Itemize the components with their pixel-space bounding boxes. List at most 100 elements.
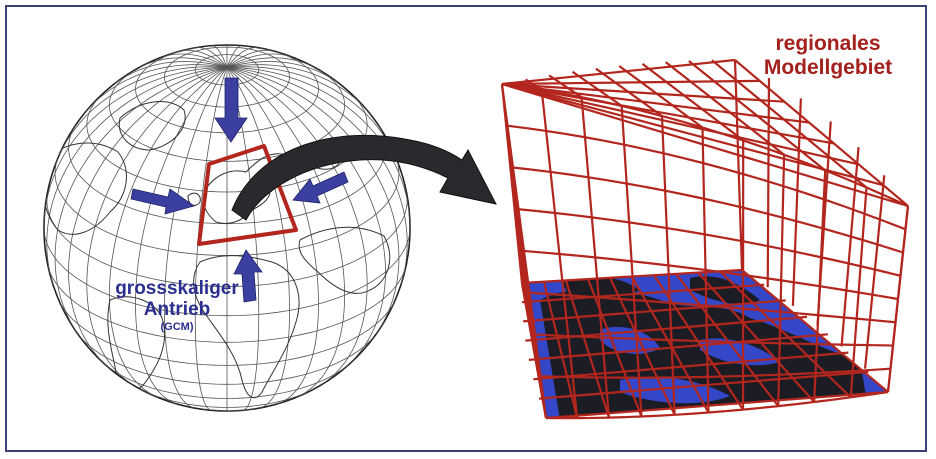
grid-line — [591, 216, 611, 221]
grid-line — [601, 100, 622, 107]
graticule-line — [162, 53, 228, 68]
grid-line — [820, 256, 842, 263]
graticule-line — [226, 67, 291, 408]
grid-line — [515, 233, 537, 335]
grid-line — [856, 317, 877, 322]
grid-line — [675, 273, 780, 407]
grid-line — [837, 315, 857, 320]
grid-line — [585, 335, 603, 339]
grid-line — [802, 221, 823, 230]
grid-line — [722, 167, 744, 176]
grid-line — [521, 85, 542, 91]
grid-line — [782, 216, 803, 224]
graticule-line — [226, 50, 273, 68]
grid-line — [702, 162, 724, 170]
grid-line — [588, 176, 608, 182]
forcing-label-line3: (GCM) — [160, 321, 194, 333]
grid-line — [533, 351, 849, 381]
grid-line — [507, 124, 527, 130]
grid-line — [800, 282, 820, 288]
graticule-line — [226, 67, 410, 229]
transfer-arrow-icon — [231, 134, 497, 221]
grid-line — [884, 220, 906, 231]
grid-line — [581, 96, 602, 103]
grid-line — [545, 129, 566, 136]
graticule-line — [68, 67, 228, 369]
grid-line — [761, 309, 781, 313]
graticule-line — [226, 66, 399, 165]
grid-line — [766, 77, 771, 288]
grid-line — [762, 244, 783, 251]
grid-line — [607, 179, 627, 185]
forcing-label-line2: Antrieb — [143, 299, 211, 320]
grid-line — [534, 333, 552, 337]
grid-line — [783, 153, 806, 164]
grid-line — [685, 230, 705, 236]
grid-line — [586, 278, 643, 417]
graticule-line — [55, 66, 228, 165]
graticule-line — [226, 47, 259, 68]
grid-line — [523, 249, 542, 254]
graticule-line — [212, 45, 228, 68]
regional-model-label: regionales Modellgebiet — [748, 32, 908, 80]
grid-line — [609, 277, 676, 416]
grid-line — [554, 211, 574, 217]
grid-line — [626, 182, 647, 189]
grid-line — [619, 337, 637, 340]
grid-line — [886, 195, 909, 208]
grid-line — [722, 132, 744, 142]
grid-line — [687, 303, 707, 307]
grid-line — [501, 79, 760, 86]
grid-line — [501, 82, 835, 145]
grid-line — [781, 247, 802, 255]
grid-line — [631, 260, 651, 265]
grid-line — [683, 157, 704, 165]
grid-line — [525, 315, 808, 342]
gcm-forcing-label: grossskaliger Antrieb (GCM) — [92, 278, 262, 334]
regional-label-line1: regionales — [775, 32, 881, 55]
grid-line — [818, 314, 838, 318]
grid-line — [661, 114, 683, 123]
grid-line — [725, 408, 744, 413]
grid-line — [501, 82, 522, 88]
grid-line — [886, 205, 910, 393]
grid-line — [653, 274, 744, 411]
grid-line — [645, 185, 666, 192]
grid-line — [563, 293, 582, 298]
grid-line — [643, 147, 664, 155]
grid-line — [520, 282, 548, 419]
grid-line — [801, 251, 822, 259]
grid-line — [864, 212, 886, 223]
grid-line — [724, 306, 744, 310]
grid-line — [778, 403, 797, 408]
grid-line — [623, 143, 645, 150]
grid-line — [725, 374, 744, 378]
grid-line — [734, 59, 909, 207]
graticule-line — [226, 67, 319, 405]
grid-line — [850, 393, 870, 399]
grid-line — [631, 275, 710, 414]
grid-line — [760, 405, 779, 410]
grid-line — [703, 197, 724, 205]
grid-line — [584, 136, 605, 142]
grid-line — [536, 209, 556, 215]
grid-line — [702, 126, 724, 135]
grid-line — [523, 299, 786, 323]
inflow-arrow-icon — [214, 77, 248, 143]
grid-line — [882, 245, 904, 254]
grid-line — [512, 166, 532, 171]
graticule-line — [194, 67, 228, 411]
graticule-line — [135, 67, 228, 405]
grid-line — [565, 132, 586, 139]
grid-line — [763, 146, 785, 156]
grid-line — [559, 252, 578, 257]
grid-line — [704, 233, 725, 239]
grid-line — [871, 367, 891, 372]
grid-line — [832, 396, 851, 401]
grid-line — [803, 191, 825, 201]
grid-line — [780, 310, 800, 315]
grid-line — [762, 178, 784, 188]
grid-line — [641, 414, 659, 418]
grid-line — [577, 254, 596, 259]
graticule-line — [114, 61, 228, 84]
